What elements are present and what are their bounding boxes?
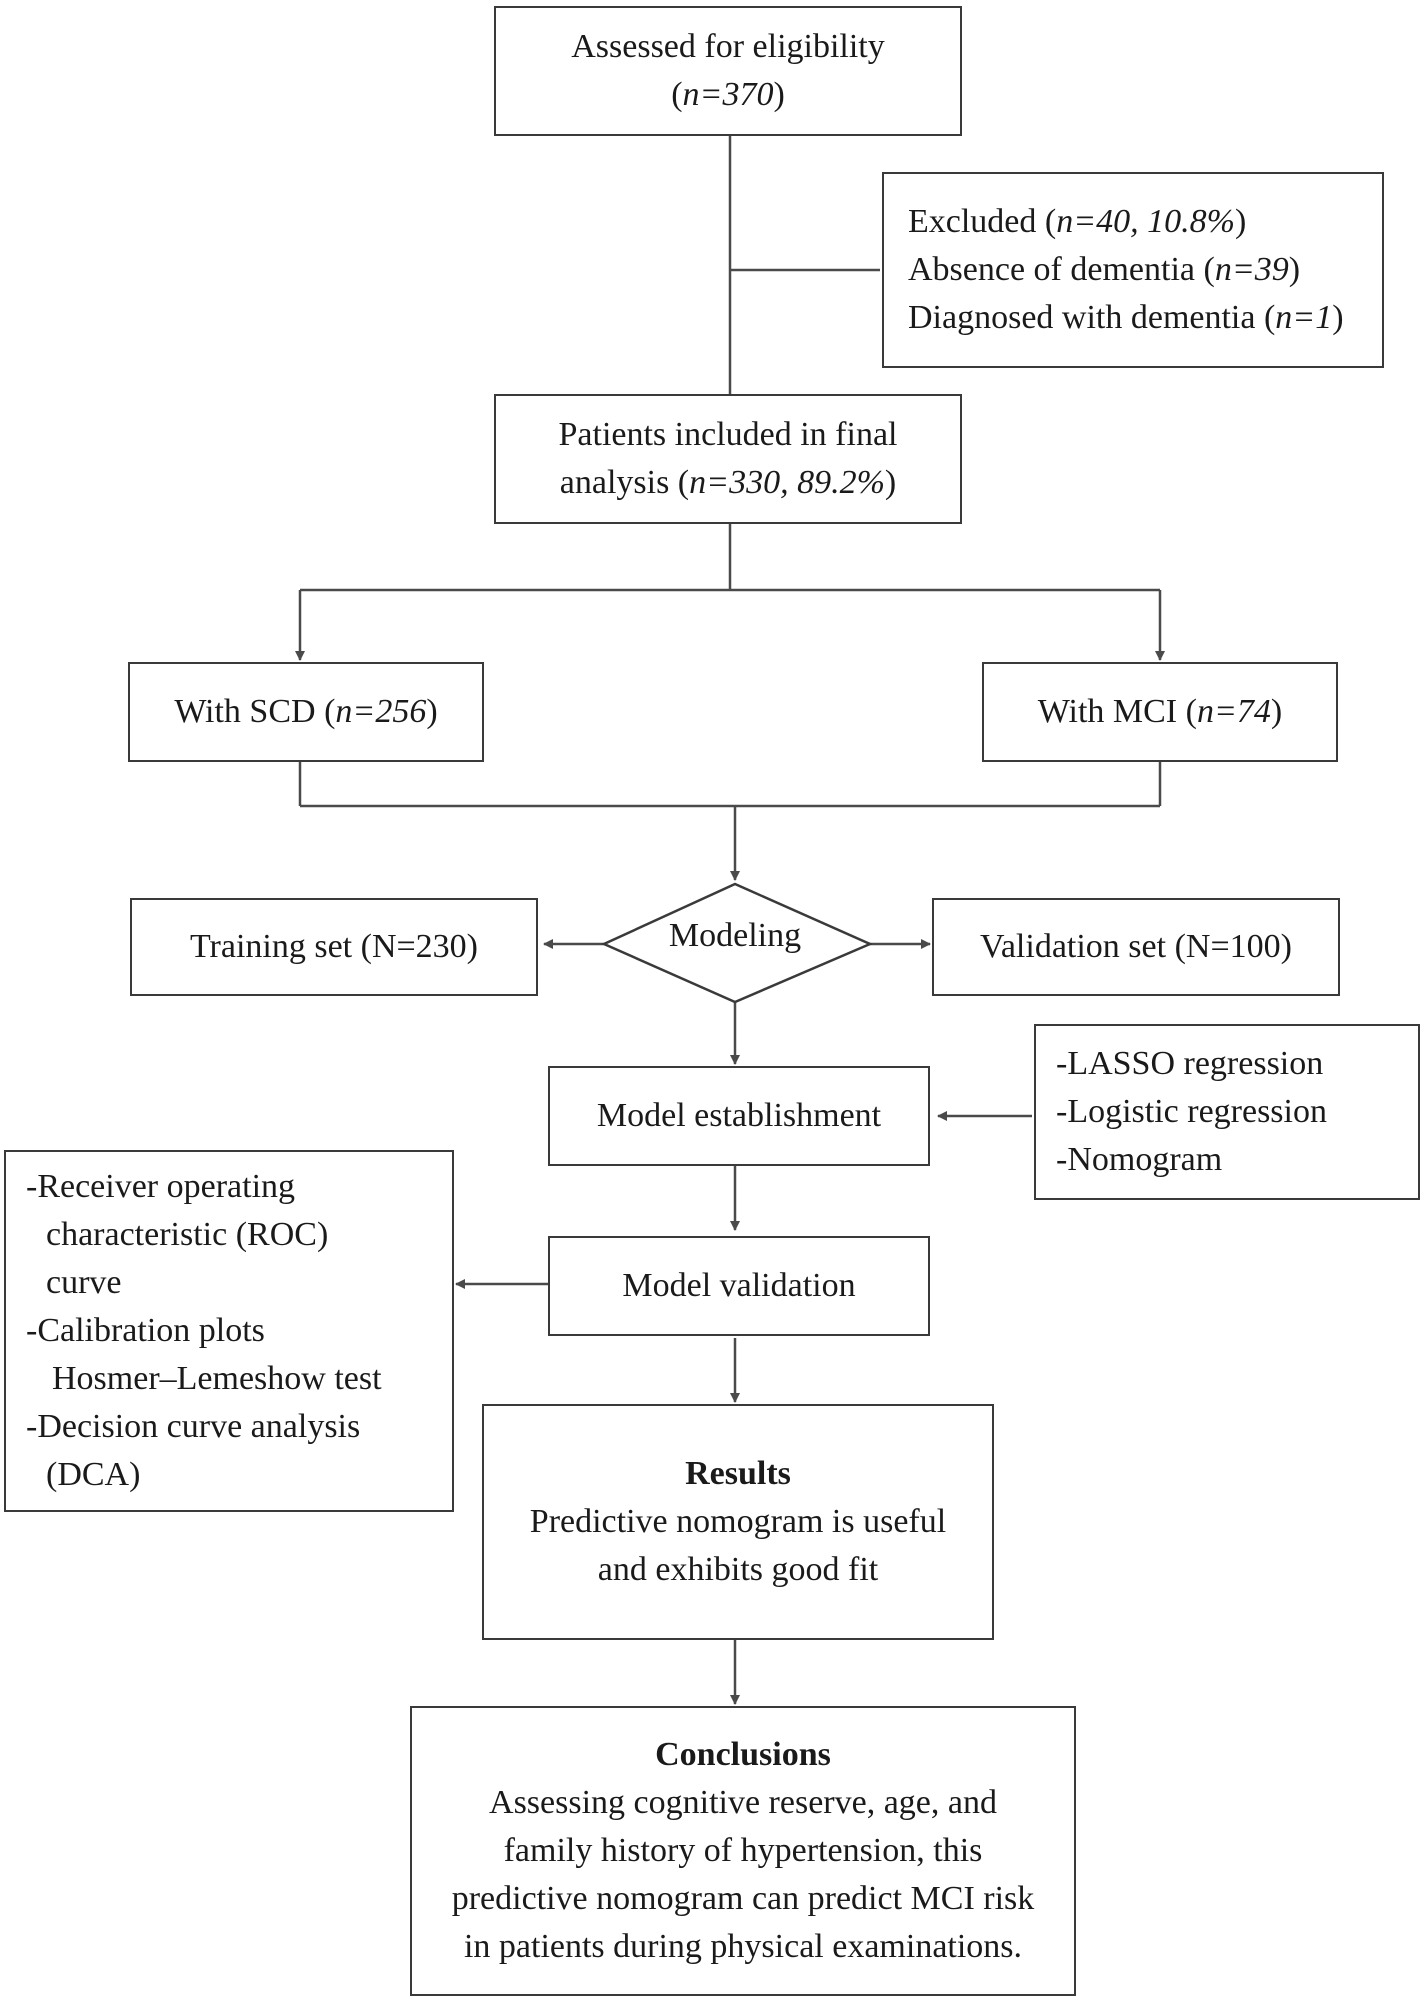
validation-method-dca-abbr: (DCA) [46,1456,141,1493]
excluded-absence-value: n=39 [1214,251,1289,288]
training-label: Training set (N=230) [189,928,479,965]
validation-method-roc-curve: curve [46,1264,122,1301]
validation-method-calibration: -Calibration plots [26,1312,265,1349]
method-nomogram: -Nomogram [1056,1141,1223,1178]
assessed-count: (n=370) [671,71,785,119]
training-box: Training set (N=230) [130,898,538,996]
excluded-box: Excluded (n=40, 10.8%) Absence of dement… [882,172,1384,368]
methods-box: -LASSO regression -Logistic regression -… [1034,1024,1420,1200]
validation-methods-box: -Receiver operating characteristic (ROC)… [4,1150,454,1512]
excluded-total-value: n=40, 10.8% [1056,203,1235,240]
validation-method-hosmer: Hosmer–Lemeshow test [52,1360,382,1397]
included-title: Patients included in final [558,416,898,453]
establishment-box: Model establishment [548,1066,930,1166]
excluded-dementia-label: Diagnosed with dementia ( [908,299,1276,336]
mci-count: n=74 [1196,693,1271,730]
excluded-dementia: Diagnosed with dementia (n=1) [908,294,1344,342]
scd-close: ) [426,693,438,730]
model-validation-label: Model validation [622,1267,856,1304]
excluded-absence: Absence of dementia (n=39) [908,246,1300,294]
results-line-1: Predictive nomogram is useful [529,1503,947,1540]
results-box: Results Predictive nomogram is useful an… [482,1404,994,1640]
assessed-title: Assessed for eligibility [571,28,885,65]
assessed-count-close: ) [773,76,785,113]
conclusions-title: Conclusions [655,1736,831,1773]
results-line-2: and exhibits good fit [597,1551,879,1588]
assessed-count-open: ( [671,76,683,113]
assessed-box: Assessed for eligibility (n=370) [494,6,962,136]
validation-method-roc: -Receiver operating [26,1168,296,1205]
included-count: analysis (n=330, 89.2%) [560,459,896,507]
results-title: Results [685,1455,791,1492]
excluded-dementia-value: n=1 [1275,299,1333,336]
establishment-label: Model establishment [596,1097,882,1134]
validation-method-roc-cont: characteristic (ROC) [46,1216,329,1253]
conclusions-line-4: in patients during physical examinations… [463,1928,1023,1965]
scd-count: n=256 [335,693,427,730]
included-count-label: analysis ( [559,464,690,501]
modeling-label: Modeling [668,917,802,954]
mci-close: ) [1270,693,1283,730]
excluded-absence-close: ) [1288,251,1301,288]
excluded-total-close: ) [1234,203,1247,240]
mci-label-text: With MCI ( [1037,693,1197,730]
excluded-total: Excluded (n=40, 10.8%) [908,198,1246,246]
modeling-diamond [600,882,874,1004]
conclusions-line-2: family history of hypertension, this [503,1832,983,1869]
method-logistic: -Logistic regression [1056,1093,1327,1130]
validation-set-label: Validation set (N=100) [980,928,1292,965]
conclusions-box: Conclusions Assessing cognitive reserve,… [410,1706,1076,1996]
conclusions-line-3: predictive nomogram can predict MCI risk [451,1880,1035,1917]
mci-box: With MCI (n=74) [982,662,1338,762]
scd-label: With SCD (n=256) [174,688,437,736]
method-lasso: -LASSO regression [1056,1045,1324,1082]
conclusions-line-1: Assessing cognitive reserve, age, and [489,1784,997,1821]
validation-set-box: Validation set (N=100) [932,898,1340,996]
excluded-total-label: Excluded ( [908,203,1057,240]
scd-label-text: With SCD ( [174,693,336,730]
assessed-count-value: n=370 [682,76,774,113]
model-validation-box: Model validation [548,1236,930,1336]
excluded-absence-label: Absence of dementia ( [908,251,1215,288]
validation-method-dca: -Decision curve analysis [26,1408,361,1445]
excluded-dementia-close: ) [1332,299,1344,336]
mci-label: With MCI (n=74) [1038,688,1282,736]
included-box: Patients included in final analysis (n=3… [494,394,962,524]
scd-box: With SCD (n=256) [128,662,484,762]
included-count-value: n=330, 89.2% [689,464,885,501]
included-count-close: ) [884,464,897,501]
